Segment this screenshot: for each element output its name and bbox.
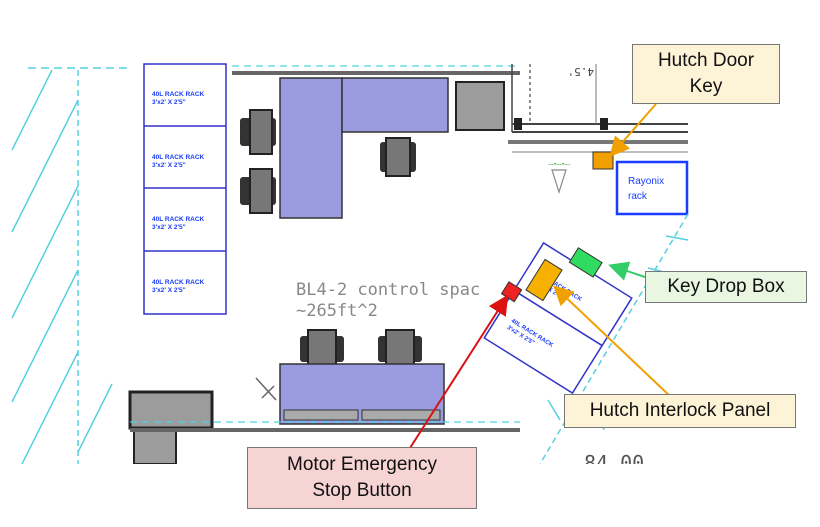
chair-bottom-right <box>378 329 422 367</box>
rayonix-rack <box>615 160 689 216</box>
svg-text:40L RACK RACK: 40L RACK RACK <box>152 216 205 223</box>
callout-key-drop-box-label: Key Drop Box <box>667 276 785 297</box>
callout-hutch-interlock-panel-label: Hutch Interlock Panel <box>589 400 771 421</box>
arrow-hutch-interlock <box>553 285 673 399</box>
svg-text:3'x2' X 2'5": 3'x2' X 2'5" <box>152 287 186 294</box>
hutch-interlock-marker <box>525 258 563 302</box>
callout-motor-estop: Motor Emergency Stop Button <box>247 447 477 509</box>
chair-left-top <box>240 109 276 155</box>
callout-motor-estop-line2: Stop Button <box>312 480 412 501</box>
chair-desk-front <box>380 137 416 177</box>
arrow-key-drop-box <box>608 261 649 281</box>
callout-hutch-door-key-line1: Hutch Door <box>657 50 755 71</box>
dimension-top: 4.5' <box>568 65 595 78</box>
callout-hutch-interlock-panel: Hutch Interlock Panel <box>564 394 796 428</box>
svg-text:3'x2' X 2'5": 3'x2' X 2'5" <box>152 99 186 106</box>
chair-bottom-left <box>300 329 344 367</box>
svg-text:—•—•—: —•—•— <box>548 162 570 168</box>
rack-column <box>143 63 227 315</box>
svg-text:40L RACK RACK: 40L RACK RACK <box>152 279 205 286</box>
left-wall-hatch <box>11 67 130 465</box>
rayonix-rack-label-1: Rayonix <box>628 176 664 187</box>
svg-text:3'x2' X 2'5": 3'x2' X 2'5" <box>152 162 186 169</box>
hutch-door-key-marker <box>592 151 614 170</box>
arrow-estop <box>409 294 509 449</box>
control-space-title: BL4-2 control spac <box>296 280 480 300</box>
control-space-area: ~265ft^2 <box>296 301 378 321</box>
svg-text:40L RACK RACK: 40L RACK RACK <box>152 91 205 98</box>
svg-text:40L RACK RACK: 40L RACK RACK <box>152 154 205 161</box>
arrow-hutch-door-key <box>609 103 657 158</box>
callout-motor-estop-line1: Motor Emergency <box>287 454 437 475</box>
chair-left-bottom <box>240 168 276 214</box>
callout-hutch-door-key-line2: Key <box>689 76 723 97</box>
pen-symbol <box>255 377 277 401</box>
rack-labels: 40L RACK RACK 3'x2' X 2'5" 40L RACK RACK… <box>152 91 205 294</box>
callout-hutch-door-key: Hutch Door Key <box>632 44 780 104</box>
l-shaped-desk <box>279 77 449 219</box>
bottom-desk <box>279 363 445 425</box>
grey-cabinet <box>455 81 505 131</box>
key-drop-box-marker <box>568 247 603 278</box>
callout-key-drop-box: Key Drop Box <box>645 271 807 303</box>
rayonix-rack-label-2: rack <box>628 191 648 202</box>
svg-text:3'x2' X 2'5": 3'x2' X 2'5" <box>152 224 186 231</box>
